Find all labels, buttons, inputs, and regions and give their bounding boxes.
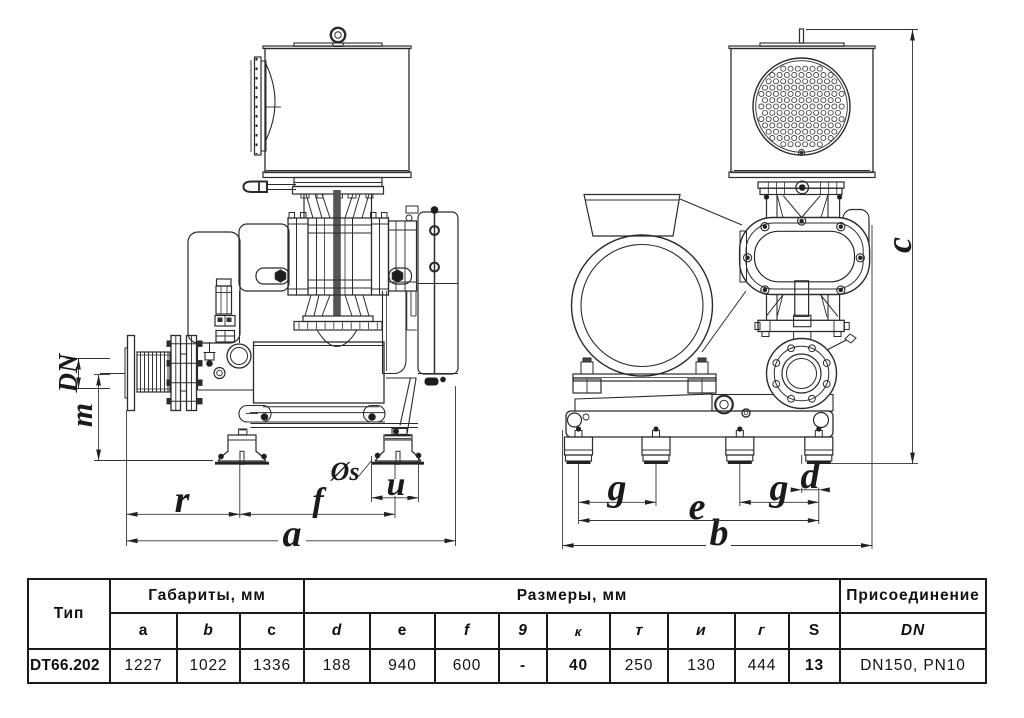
svg-text:g: g bbox=[769, 467, 789, 509]
svg-text:e: e bbox=[689, 486, 706, 528]
svg-text:u: u bbox=[387, 466, 406, 503]
svg-text:Øs: Øs bbox=[330, 457, 360, 486]
svg-text:c: c bbox=[879, 237, 919, 253]
svg-text:b: b bbox=[710, 512, 729, 554]
svg-text:g: g bbox=[607, 467, 627, 509]
svg-text:m: m bbox=[64, 403, 99, 427]
svg-text:a: a bbox=[283, 513, 302, 555]
svg-text:DN: DN bbox=[53, 352, 83, 393]
svg-text:f: f bbox=[312, 482, 327, 519]
svg-text:r: r bbox=[175, 479, 191, 521]
svg-text:d: d bbox=[801, 455, 821, 497]
